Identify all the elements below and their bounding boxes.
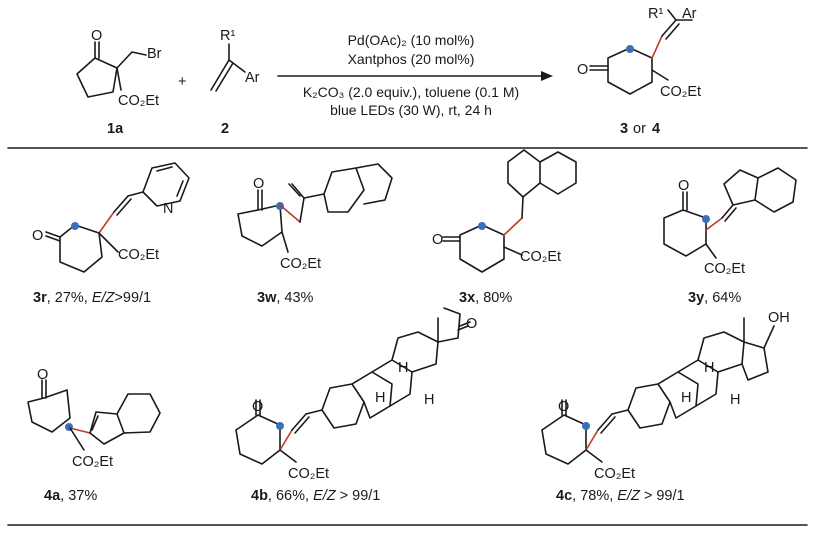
compound-4c: O OH H H H CO₂Et 4c, 78%, E/Z > 99/1 (541, 310, 790, 504)
4b-h-2: H (375, 390, 385, 406)
ester-label: CO₂Et (118, 93, 159, 109)
caption-4c: 4c, 78%, E/Z > 99/1 (556, 488, 685, 504)
caption-3x: 3x, 80% (459, 290, 512, 306)
conditions-light: blue LEDs (30 W), rt, 24 h (330, 102, 492, 118)
caption-3r: 3r, 27%, E/Z>99/1 (33, 290, 151, 306)
4c-h-2: H (681, 390, 691, 406)
conditions-catalyst: Pd(OAc)₂ (10 mol%) (348, 32, 475, 48)
aryl-label: Ar (245, 70, 260, 86)
product-r1-label: R¹ (648, 6, 663, 22)
reaction-conditions: Pd(OAc)₂ (10 mol%) Xantphos (20 mol%) K₂… (303, 32, 519, 118)
3x-ketone-o: O (432, 232, 443, 248)
4c-ester: CO₂Et (594, 466, 635, 482)
compound-4b: O O H H H CO₂Et 4b, 66%, E/Z > 99/1 (235, 307, 477, 504)
4c-hydroxyl: OH (768, 310, 790, 326)
3r-nitrogen: N (163, 201, 173, 217)
conditions-ligand: Xantphos (20 mol%) (348, 51, 475, 67)
4c-h-1: H (704, 360, 714, 376)
product-label-4: 4 (652, 121, 660, 137)
compound-3y: O CO₂Et 3y, 64% (663, 167, 797, 306)
compound-3x: O CO₂Et 3x, 80% (432, 149, 577, 306)
ketone-o-label: O (91, 28, 102, 44)
product-ketone-o: O (577, 62, 588, 78)
3r-ester: CO₂Et (118, 247, 159, 263)
product-3-or-4: O R¹ Ar CO₂Et 3 or 4 (577, 6, 701, 137)
compound-4a: O CO₂Et 4a, 37% (27, 367, 161, 504)
product-aryl-label: Ar (682, 6, 697, 22)
radical-position-dot (626, 45, 634, 53)
bromine-label: Br (147, 46, 162, 62)
4b-ester: CO₂Et (288, 466, 329, 482)
product-ester-label: CO₂Et (660, 84, 701, 100)
3w-ester: CO₂Et (280, 256, 321, 272)
compound-label-1a: 1a (107, 121, 124, 137)
4a-ketone-o: O (37, 367, 48, 383)
4c-h-3: H (730, 392, 740, 408)
4a-ester: CO₂Et (72, 454, 113, 470)
4b-h-1: H (398, 360, 408, 376)
product-label-or: or (633, 121, 646, 137)
caption-3w: 3w, 43% (257, 290, 314, 306)
reaction-arrow (277, 71, 553, 81)
product-label-3: 3 (620, 121, 628, 137)
4b-ketone-o: O (252, 399, 263, 415)
caption-4a: 4a, 37% (44, 488, 97, 504)
4b-h-3: H (424, 392, 434, 408)
3x-ester: CO₂Et (520, 249, 561, 265)
3w-ketone-o: O (253, 176, 264, 192)
4b-ketone-o-d: O (466, 316, 477, 332)
plus-sign: + (178, 74, 186, 90)
3r-ketone-o: O (32, 228, 43, 244)
reactant-2: R¹ Ar 2 (210, 28, 260, 137)
compound-3w: O CO₂Et 3w, 43% (237, 163, 393, 306)
3y-ester: CO₂Et (704, 261, 745, 277)
conditions-base: K₂CO₃ (2.0 equiv.), toluene (0.1 M) (303, 84, 519, 100)
compound-3r: O N CO₂Et 3r, 27%, E/Z>99/1 (32, 162, 190, 306)
compound-label-2: 2 (221, 121, 229, 137)
3y-ketone-o: O (678, 178, 689, 194)
caption-4b: 4b, 66%, E/Z > 99/1 (251, 488, 380, 504)
reactant-1a: O Br CO₂Et 1a (76, 28, 162, 137)
4c-ketone-o: O (558, 399, 569, 415)
caption-3y: 3y, 64% (688, 290, 741, 306)
r1-label: R¹ (220, 28, 235, 44)
